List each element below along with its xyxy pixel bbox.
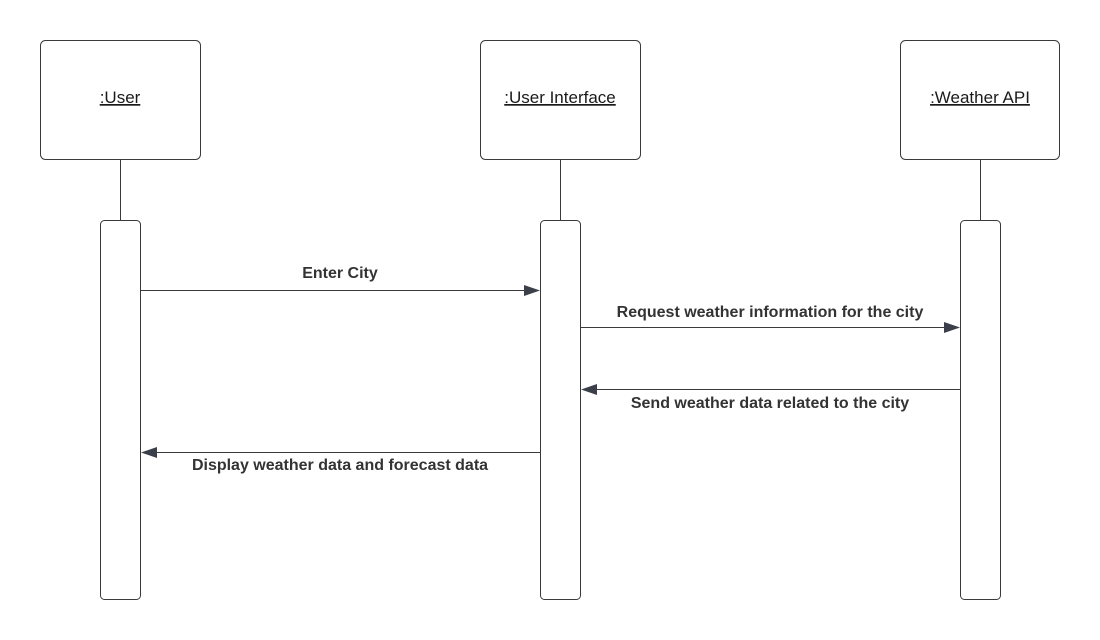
message-label-display-weather: Display weather data and forecast data — [192, 457, 488, 474]
participant-label-user: :User — [100, 88, 141, 107]
message-label-enter-city: Enter City — [302, 265, 378, 282]
arrowhead-right-icon — [524, 285, 540, 296]
participant-label-weather-api: :Weather API — [930, 88, 1030, 107]
participant-user-interface[interactable]: :User Interface — [480, 40, 641, 160]
participant-box-user[interactable] — [40, 40, 201, 160]
message-enter-city[interactable]: Enter City — [141, 265, 540, 296]
message-request-weather[interactable]: Request weather information for the city — [581, 304, 960, 333]
participant-label-user-interface: :User Interface — [504, 88, 616, 107]
message-label-request-weather: Request weather information for the city — [617, 304, 924, 321]
activation-bar-user — [100, 220, 141, 600]
activation-bar-user-interface — [540, 220, 581, 600]
participant-box-user-interface[interactable] — [480, 40, 641, 160]
participant-user[interactable]: :User — [40, 40, 201, 160]
message-display-weather[interactable]: Display weather data and forecast data — [141, 447, 540, 474]
message-send-weather[interactable]: Send weather data related to the city — [581, 384, 960, 412]
participant-box-weather-api[interactable] — [900, 40, 1060, 160]
activation-bar-weather-api — [960, 220, 1001, 600]
participant-weather-api[interactable]: :Weather API — [900, 40, 1060, 160]
arrowhead-left-icon — [141, 447, 157, 458]
arrowhead-right-icon — [944, 322, 960, 333]
arrowhead-left-icon — [581, 384, 597, 395]
message-label-send-weather: Send weather data related to the city — [631, 395, 909, 412]
